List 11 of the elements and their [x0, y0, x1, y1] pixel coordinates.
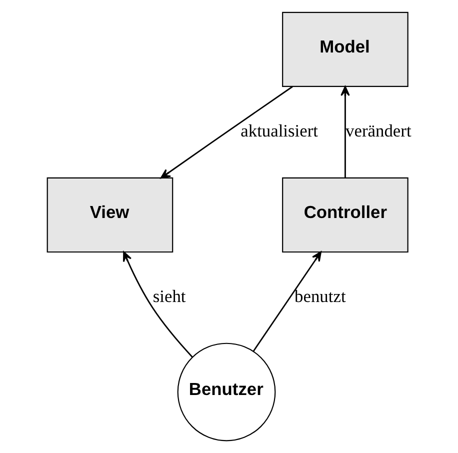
arrow: [252, 251, 322, 352]
edge-label: aktualisiert: [240, 120, 318, 140]
arrow: [340, 86, 350, 178]
edge-label: benutzt: [294, 286, 346, 306]
node-box: View: [46, 177, 173, 253]
edge-label: sieht: [152, 286, 186, 306]
arrow: [160, 86, 292, 179]
node-box: Model: [282, 12, 408, 87]
node-circle: Benutzer: [176, 342, 276, 442]
node-box: Controller: [282, 177, 408, 253]
arrow: [122, 251, 192, 358]
